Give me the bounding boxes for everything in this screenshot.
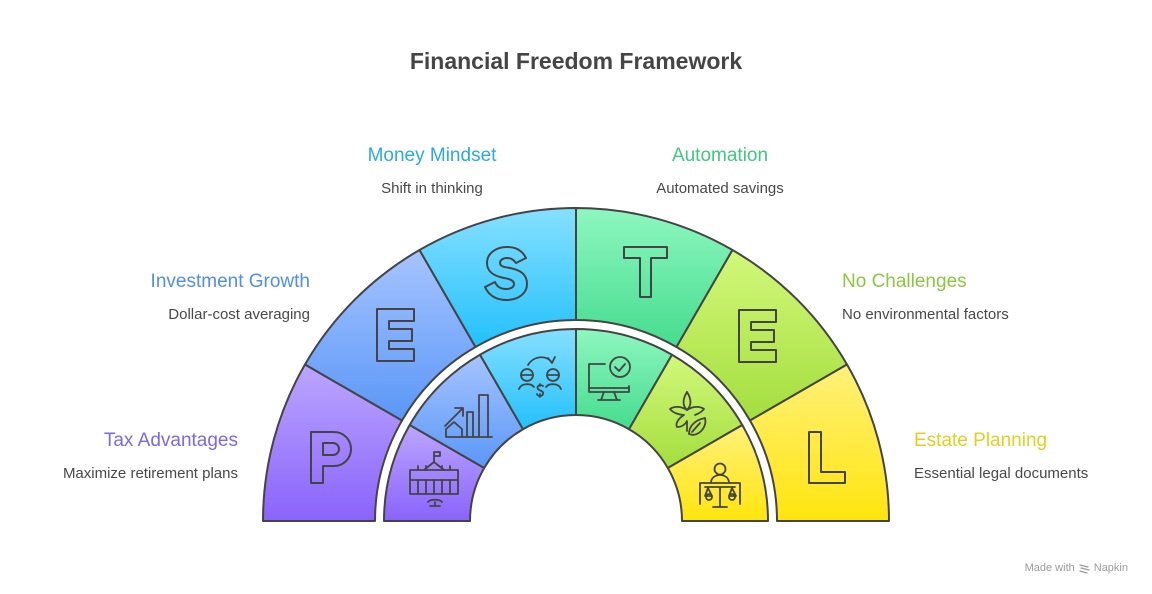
house-growth-chart-icon xyxy=(444,394,493,438)
napkin-logo-icon xyxy=(1079,563,1090,574)
letter-e2-icon xyxy=(738,309,777,363)
made-with-text: Made with xyxy=(1024,562,1075,574)
letter-p-icon xyxy=(310,431,352,484)
label-money-mindset: Money Mindset Shift in thinking xyxy=(332,145,532,197)
outer-segment-l xyxy=(749,363,890,522)
segment-description: Dollar-cost averaging xyxy=(168,306,310,323)
segment-heading: Tax Advantages xyxy=(103,430,238,451)
letter-s-icon xyxy=(484,246,528,301)
segment-heading: Money Mindset xyxy=(367,145,497,166)
letter-l-icon xyxy=(808,431,846,484)
label-estate-planning: Estate Planning Essential legal document… xyxy=(914,430,1088,482)
letter-t-icon xyxy=(623,246,668,298)
segment-heading: Investment Growth xyxy=(150,271,310,292)
letter-e-icon xyxy=(376,308,415,362)
segment-heading: Automation xyxy=(671,145,769,166)
segment-description: No environmental factors xyxy=(842,306,1009,323)
label-tax-advantages: Tax Advantages Maximize retirement plans xyxy=(63,430,238,482)
inner-segment-l xyxy=(666,424,769,522)
segment-description: Automated savings xyxy=(656,180,784,197)
segment-heading: Estate Planning xyxy=(914,430,1048,451)
legal-scales-person-icon xyxy=(699,462,741,508)
segment-heading: No Challenges xyxy=(842,271,967,292)
government-building-icon xyxy=(409,451,459,507)
label-investment-growth: Investment Growth Dollar-cost averaging xyxy=(151,271,310,323)
label-automation: Automation Automated savings xyxy=(620,145,820,197)
made-with-napkin-badge[interactable]: Made with Napkin xyxy=(1025,562,1128,574)
page-title: Financial Freedom Framework xyxy=(409,48,743,74)
segment-description: Maximize retirement plans xyxy=(62,465,238,482)
segment-description: Essential legal documents xyxy=(914,465,1089,482)
computer-checkmark-icon xyxy=(588,356,631,401)
napkin-brand-text: Napkin xyxy=(1093,562,1128,574)
segment-description: Shift in thinking xyxy=(381,180,483,197)
label-no-challenges: No Challenges No environmental factors xyxy=(842,271,1009,323)
people-money-exchange-icon xyxy=(518,356,562,398)
leaf-plant-icon xyxy=(669,391,707,436)
